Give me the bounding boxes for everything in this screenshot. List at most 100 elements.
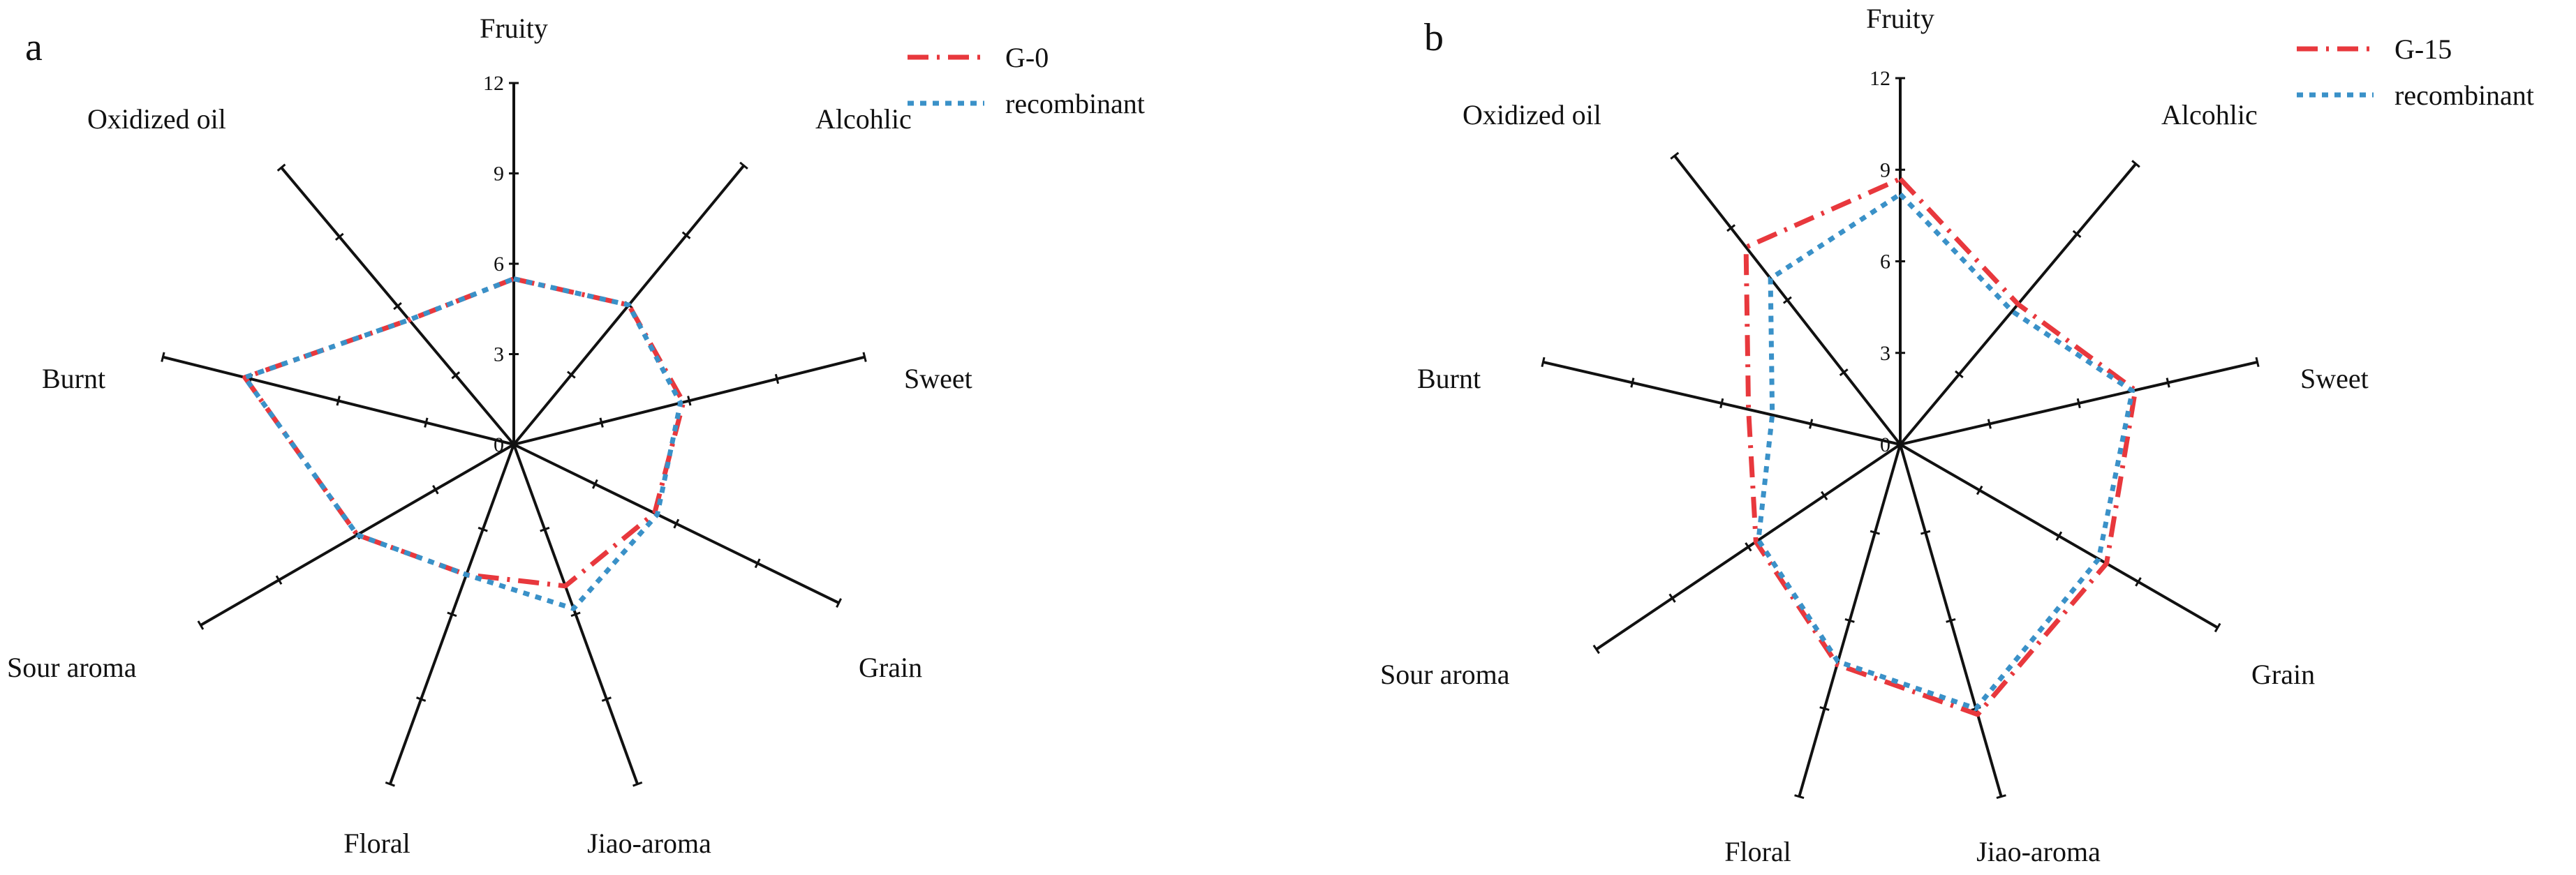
tick-label: 9: [494, 163, 504, 186]
axis-tick-mark: [161, 352, 165, 362]
axis-tick-mark: [1726, 224, 1736, 232]
axis-tick-mark: [1976, 485, 1983, 495]
tick-label: 3: [1880, 342, 1890, 365]
axis-tick-mark: [591, 479, 598, 489]
axis-tick-mark: [1839, 368, 1849, 377]
axis-tick-mark: [1668, 593, 1676, 603]
axis-tick-mark: [567, 371, 576, 379]
axis-tick-mark: [2255, 357, 2260, 368]
legend-label-g-15: G-15: [2394, 33, 2452, 65]
axis-tick-mark: [862, 352, 867, 362]
axis-tick-mark: [275, 575, 283, 585]
axis-label-sour-aroma: Sour aroma: [1380, 659, 1510, 690]
axis-tick-mark: [540, 526, 550, 532]
axis-label-burnt: Burnt: [42, 363, 105, 394]
tick-label: 6: [494, 253, 504, 276]
axis-label-floral: Floral: [343, 828, 410, 859]
axis-tick-mark: [1819, 706, 1830, 711]
panel-letter: a: [25, 26, 43, 69]
axis-tick-mark: [385, 781, 395, 787]
axis-tick-mark: [1670, 151, 1680, 160]
axis-tick-mark: [687, 396, 692, 406]
axis-label-floral: Floral: [1724, 836, 1791, 867]
axis-tick-mark: [599, 417, 604, 428]
axis-tick-mark: [632, 781, 643, 787]
axis-tick-mark: [836, 598, 842, 608]
axis-tick-mark: [1541, 357, 1546, 368]
axis-label-jiao-aroma: Jiao-aroma: [1976, 836, 2101, 867]
axis-tick-mark: [1844, 618, 1855, 623]
axis-tick-mark: [754, 558, 761, 569]
tick-label: 6: [1880, 250, 1890, 274]
axis-label-grain: Grain: [2251, 659, 2315, 690]
axis-tick-mark: [1955, 370, 1964, 379]
series-line-recombinant: [1756, 191, 2135, 711]
axis-tick-mark: [2055, 531, 2063, 541]
axis-tick-mark: [1920, 530, 1931, 535]
tick-label: 0: [494, 433, 504, 456]
axis-tick-mark: [1745, 542, 1752, 552]
axis-tick-mark: [739, 161, 748, 170]
axis-tick-mark: [2131, 160, 2140, 168]
axis-label-burnt: Burnt: [1417, 363, 1481, 394]
tick-label: 12: [483, 72, 504, 95]
axis-label-alcohlic: Alcohlic: [2161, 99, 2258, 130]
axis-tick-mark: [1946, 618, 1956, 623]
axis-tick-mark: [416, 696, 427, 702]
axis-tick-mark: [1870, 530, 1880, 535]
axis-tick-mark: [2072, 230, 2082, 239]
axis-tick-mark: [451, 371, 461, 380]
axis-tick-mark: [1821, 491, 1828, 501]
axis-tick-mark: [2214, 622, 2221, 633]
legend-label-recombinant: recombinant: [1005, 88, 1145, 119]
axis-tick-mark: [276, 163, 286, 172]
axis-label-alcohlic: Alcohlic: [815, 103, 912, 135]
axis-label-fruity: Fruity: [480, 13, 548, 44]
axis-tick-mark: [601, 696, 612, 702]
axis-tick-mark: [1809, 419, 1814, 429]
tick-label: 3: [494, 343, 504, 366]
axis-tick-mark: [424, 417, 429, 428]
axis-tick-mark: [2135, 577, 2142, 587]
axis-tick-mark: [673, 518, 680, 529]
legend-label-g-0: G-0: [1005, 42, 1049, 73]
axis-tick-mark: [1782, 296, 1792, 304]
series-line-g-0: [242, 276, 686, 589]
tick-label: 0: [1880, 433, 1890, 456]
axis-tick-mark: [1719, 398, 1724, 409]
axis-tick-mark: [1996, 794, 2006, 800]
axis-tick-mark: [197, 620, 205, 630]
legend-label-recombinant: recombinant: [2394, 80, 2534, 111]
series-line-g-15: [1743, 176, 2138, 717]
axis-tick-mark: [570, 611, 581, 618]
axis-label-jiao-aroma: Jiao-aroma: [587, 828, 711, 859]
axis-label-sweet: Sweet: [2300, 363, 2369, 394]
axis-tick-mark: [334, 232, 344, 241]
axis-tick-mark: [478, 526, 488, 532]
axis-tick-mark: [393, 301, 402, 311]
axis-label-oxidized-oil: Oxidized oil: [1463, 99, 1601, 130]
axis-tick-mark: [1592, 644, 1600, 655]
tick-label: 12: [1870, 67, 1890, 90]
axis-label-sour-aroma: Sour aroma: [7, 652, 137, 683]
axis-tick-mark: [447, 611, 457, 618]
axis-label-grain: Grain: [859, 652, 922, 683]
axis-tick-mark: [1630, 377, 1635, 388]
axis-tick-mark: [2076, 398, 2081, 409]
series-line-recombinant: [242, 276, 683, 611]
axis-tick-mark: [1987, 419, 1992, 429]
axis-label-sweet: Sweet: [904, 363, 972, 394]
axis-tick-mark: [336, 396, 341, 406]
axis-tick-mark: [681, 231, 691, 239]
axis-tick-mark: [2166, 377, 2170, 388]
tick-label: 9: [1880, 158, 1890, 181]
panel-letter: b: [1424, 16, 1444, 59]
axis-tick-mark: [774, 373, 780, 384]
axis-tick-mark: [1794, 794, 1805, 800]
axis-label-oxidized-oil: Oxidized oil: [87, 103, 226, 135]
axis-label-fruity: Fruity: [1866, 3, 1934, 34]
axis-tick-mark: [432, 484, 439, 495]
